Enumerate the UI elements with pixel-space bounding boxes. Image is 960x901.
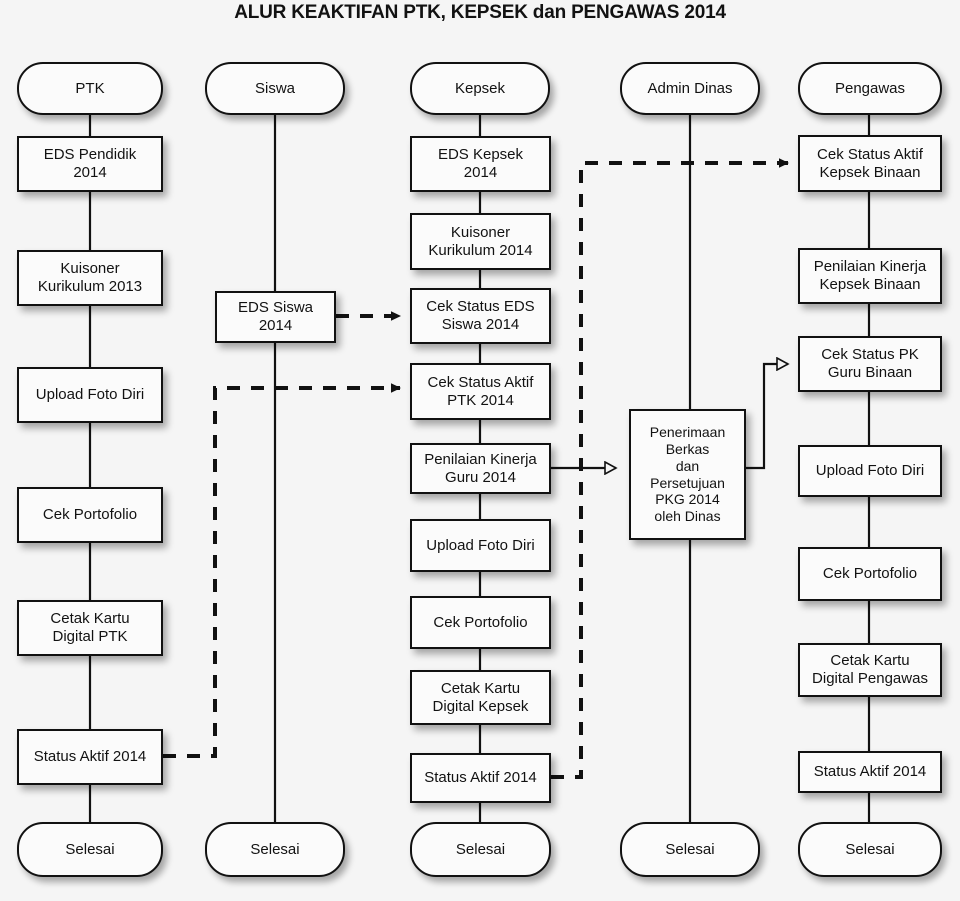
node-ptk-kuisoner[interactable]: Kuisoner Kurikulum 2013	[17, 250, 163, 306]
node-pengawas-status-aktif[interactable]: Status Aktif 2014	[798, 751, 942, 793]
node-kepsek-kuisoner[interactable]: Kuisoner Kurikulum 2014	[410, 213, 551, 270]
node-kepsek-cetak-kartu[interactable]: Cetak Kartu Digital Kepsek	[410, 670, 551, 725]
node-ptk-upload-foto[interactable]: Upload Foto Diri	[17, 367, 163, 423]
conn-dinas-to-pengawas-cek-pk	[746, 364, 788, 470]
node-pengawas-selesai[interactable]: Selesai	[798, 822, 942, 877]
node-siswa-eds[interactable]: EDS Siswa 2014	[215, 291, 336, 343]
page-title: ALUR KEAKTIFAN PTK, KEPSEK dan PENGAWAS …	[234, 2, 726, 23]
node-kepsek-penilaian-kinerja-guru[interactable]: Penilaian Kinerja Guru 2014	[410, 443, 551, 494]
node-ptk-status-aktif[interactable]: Status Aktif 2014	[17, 729, 163, 785]
column-header-pengawas[interactable]: Pengawas	[798, 62, 942, 115]
node-ptk-cetak-kartu[interactable]: Cetak Kartu Digital PTK	[17, 600, 163, 656]
node-ptk-selesai[interactable]: Selesai	[17, 822, 163, 877]
node-pengawas-cek-status-pk-guru[interactable]: Cek Status PK Guru Binaan	[798, 336, 942, 392]
node-ptk-eds-pendidik[interactable]: EDS Pendidik 2014	[17, 136, 163, 192]
node-pengawas-cek-portofolio[interactable]: Cek Portofolio	[798, 547, 942, 601]
node-pengawas-cetak-kartu[interactable]: Cetak Kartu Digital Pengawas	[798, 643, 942, 697]
column-header-ptk[interactable]: PTK	[17, 62, 163, 115]
node-pengawas-penilaian-kinerja-kepsek[interactable]: Penilaian Kinerja Kepsek Binaan	[798, 248, 942, 304]
column-header-kepsek[interactable]: Kepsek	[410, 62, 550, 115]
node-dinas-penerimaan-berkas[interactable]: Penerimaan Berkas dan Persetujuan PKG 20…	[629, 409, 746, 540]
node-ptk-cek-portofolio[interactable]: Cek Portofolio	[17, 487, 163, 543]
node-kepsek-cek-status-aktif-ptk[interactable]: Cek Status Aktif PTK 2014	[410, 363, 551, 420]
node-kepsek-cek-status-eds-siswa[interactable]: Cek Status EDS Siswa 2014	[410, 288, 551, 344]
node-siswa-selesai[interactable]: Selesai	[205, 822, 345, 877]
node-kepsek-upload-foto[interactable]: Upload Foto Diri	[410, 519, 551, 572]
node-kepsek-status-aktif[interactable]: Status Aktif 2014	[410, 753, 551, 803]
node-kepsek-eds[interactable]: EDS Kepsek 2014	[410, 136, 551, 192]
node-kepsek-cek-portofolio[interactable]: Cek Portofolio	[410, 596, 551, 649]
node-pengawas-upload-foto[interactable]: Upload Foto Diri	[798, 445, 942, 497]
node-kepsek-selesai[interactable]: Selesai	[410, 822, 551, 877]
conn-ptk-status-to-kepsek-cek-aktif	[163, 383, 401, 758]
node-pengawas-cek-status-aktif-kepsek[interactable]: Cek Status Aktif Kepsek Binaan	[798, 135, 942, 192]
column-header-siswa[interactable]: Siswa	[205, 62, 345, 115]
column-header-admin-dinas[interactable]: Admin Dinas	[620, 62, 760, 115]
node-dinas-selesai[interactable]: Selesai	[620, 822, 760, 877]
